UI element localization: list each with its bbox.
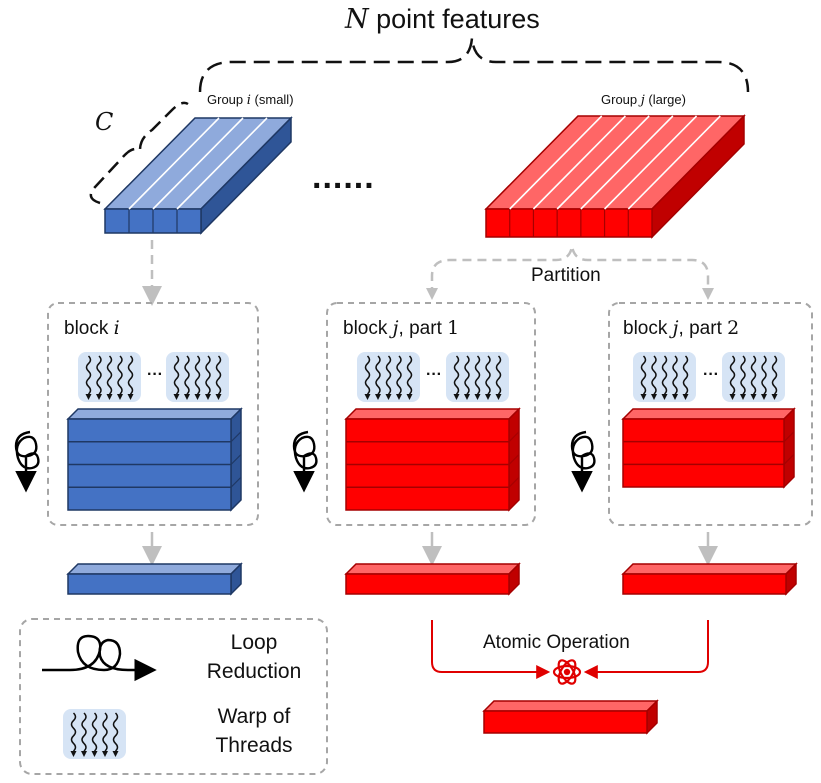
- warp-block-i-left: [78, 352, 141, 402]
- legend-loop-text: Loop Reduction: [206, 631, 302, 683]
- warp-block-i-right: [166, 352, 229, 402]
- legend-warp-text: Warp of Threads: [215, 705, 293, 757]
- block-tensors: [66, 407, 796, 512]
- legend-loop-icon: [42, 634, 157, 682]
- legend-box: [19, 618, 328, 775]
- warp-ellipsis-j1: ···: [426, 366, 442, 383]
- block-j-part1-container: [326, 302, 536, 526]
- warp-block-j2-left: [633, 352, 696, 402]
- channel-label: C: [95, 108, 114, 136]
- partition-label: Partition: [531, 265, 601, 286]
- block-j-part1-label: block j, part 1: [343, 317, 460, 339]
- group-i-feature-tensor: [103, 116, 293, 235]
- block-j-part2-container: [608, 302, 813, 526]
- block-j-part1-tensor: [344, 407, 521, 512]
- atom-icon: [552, 659, 582, 685]
- block-i-container: [47, 302, 259, 526]
- n-point-features-title: N point features: [345, 4, 540, 35]
- final-output-bar-shape: [482, 699, 659, 735]
- partition-brace: [430, 245, 710, 296]
- block-j-part2-tensor: [621, 407, 796, 489]
- legend-warp-icon: [63, 709, 126, 759]
- block-i-label: block i: [64, 317, 120, 339]
- atomic-line-left: [431, 620, 551, 679]
- atomic-line-right: [583, 620, 709, 679]
- warp-block-j1-left: [357, 352, 420, 402]
- warp-block-j1-right: [446, 352, 509, 402]
- warp-thread-groups: [78, 352, 785, 402]
- output-bar-block-j2: [621, 562, 798, 596]
- output-bar-block-i: [66, 562, 243, 596]
- final-output-bar: [482, 699, 659, 735]
- output-bar-block-j1: [344, 562, 521, 596]
- block-i-tensor: [66, 407, 243, 512]
- warp-block-j2-right: [722, 352, 785, 402]
- group-i-label: Group i (small): [207, 92, 294, 108]
- n-features-brace: [198, 37, 750, 93]
- legend-warp-shape: [63, 709, 126, 759]
- atomic-operation-label: Atomic Operation: [483, 632, 630, 653]
- loop-reduction-icons: [14, 430, 596, 493]
- loop-icon-block-j1: [292, 430, 318, 493]
- block-j-part2-label: block j, part 2: [623, 317, 740, 339]
- group-j-label: Group j (large): [601, 92, 686, 108]
- group-ellipsis: ......: [312, 158, 375, 196]
- loop-icon-block-i: [14, 430, 40, 493]
- loop-icon-block-j2: [570, 430, 596, 493]
- output-bars: [66, 562, 798, 596]
- warp-ellipsis-j2: ···: [703, 366, 719, 383]
- group-j-feature-tensor: [484, 114, 746, 239]
- warp-ellipsis-i: ···: [147, 366, 163, 383]
